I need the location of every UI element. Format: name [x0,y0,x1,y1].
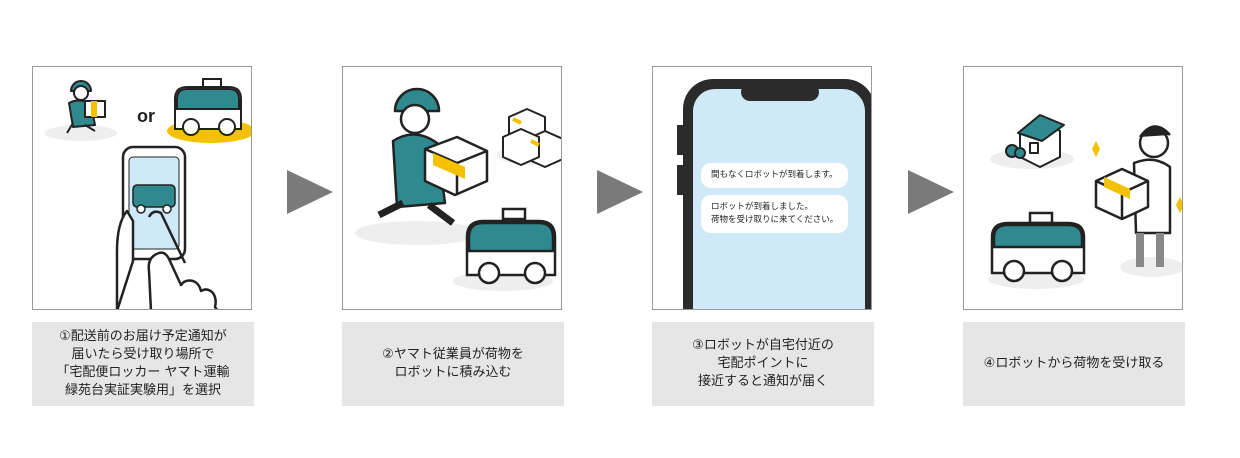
step3-panel: 間もなくロボットが到着します。 ロボットが到着しました。 荷物を受け取りに来てく… [652,66,872,310]
step4-panel [963,66,1183,310]
or-label: or [137,106,155,126]
step3-caption-line: ③ロボットが自宅付近の [692,338,834,353]
step3-caption-line: 宅配ポイントに [717,356,809,371]
house-icon [1005,114,1065,168]
step2-caption-line: ロボットに積み込む [394,365,512,380]
notification-text: ロボットが到着しました。 [711,202,814,212]
notification-text: 荷物を受け取りに来てください。 [711,215,839,225]
pointing-hand-icon [115,209,218,309]
step4-caption-line: ④ロボットから荷物を受け取る [983,356,1165,371]
step3-caption: ③ロボットが自宅付近の 宅配ポイントに 接近すると通知が届く [652,322,874,406]
step2-caption: ②ヤマト従業員が荷物を ロボットに積み込む [342,322,564,406]
notification-bubble: 間もなくロボットが到着します。 [701,163,848,188]
delivery-worker-icon [66,80,106,134]
step4-caption: ④ロボットから荷物を受け取る [963,322,1185,406]
step1-caption-line: 「宅配便ロッカー ヤマト運輸 [56,365,230,380]
notification-bubble: ロボットが到着しました。 荷物を受け取りに来てください。 [701,195,849,233]
boxes-icon [502,108,561,168]
step-arrow [287,170,333,214]
step2-caption-line: ②ヤマト従業員が荷物を [382,347,524,362]
notification-text: 間もなくロボットが到着します。 [711,170,838,180]
step1-caption-line: 届いたら受け取り場所で [71,347,215,362]
delivery-robot-icon [174,78,242,136]
step2-panel [342,66,562,310]
step-arrow [597,170,643,214]
step1-caption: ①配送前のお届け予定通知が 届いたら受け取り場所で 「宅配便ロッカー ヤマト運輸… [32,322,254,406]
delivery-worker-icon [377,87,489,226]
delivery-robot-icon [465,207,557,285]
step-arrow [908,170,954,214]
step1-caption-line: ①配送前のお届け予定通知が [59,329,227,344]
step3-caption-line: 接近すると通知が届く [697,374,828,389]
delivery-robot-icon [990,211,1086,283]
step1-caption-line: 緑苑台実証実験用」を選択 [64,383,221,398]
step1-panel: or [32,66,252,310]
recipient-icon [1092,125,1182,267]
